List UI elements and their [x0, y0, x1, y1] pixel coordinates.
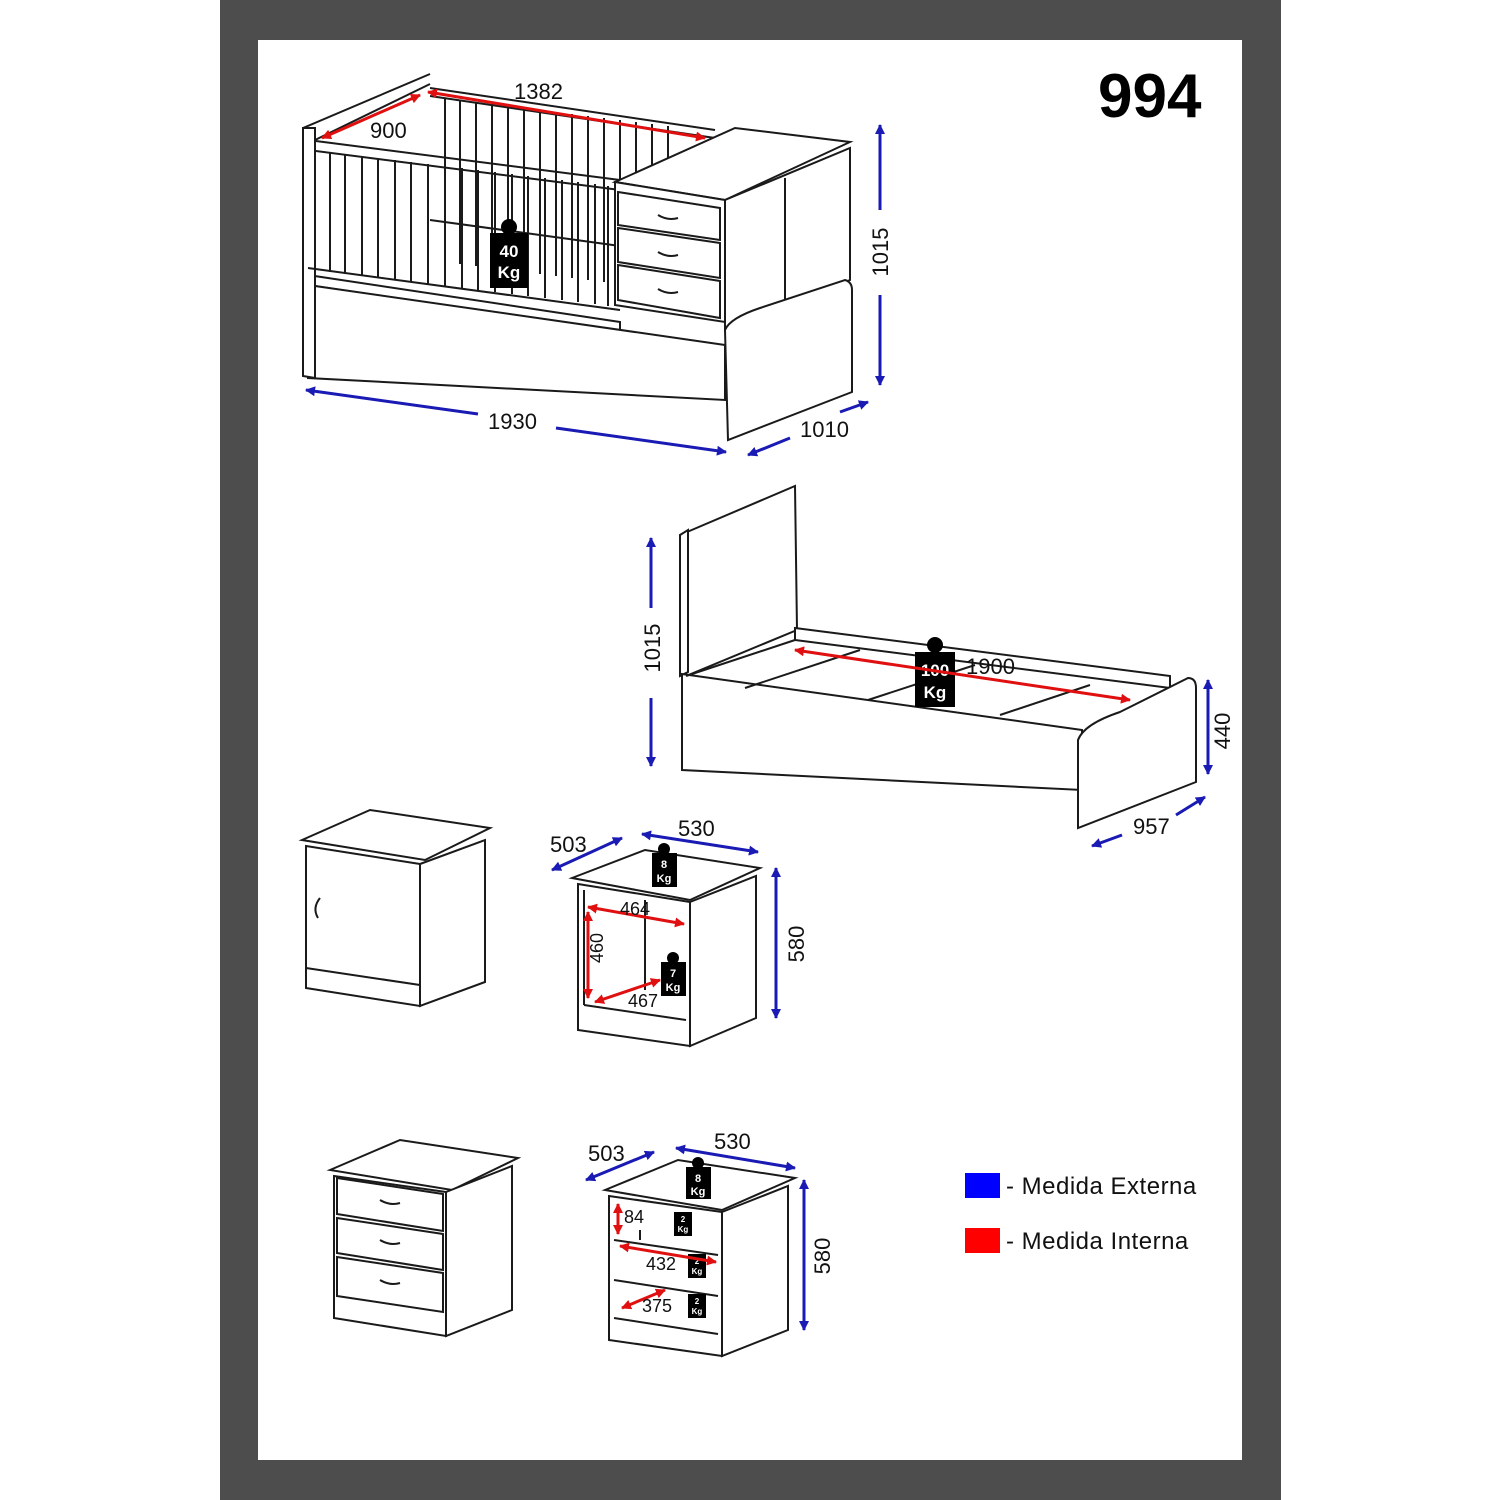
drawer-chest-closed-drawing	[326, 1138, 522, 1338]
nightstand-inner-width-top-label: 464	[620, 899, 650, 919]
nightstand-shelf-load: 7	[670, 968, 676, 980]
nightstand-shelf-load-tag: 7 Kg	[661, 952, 686, 996]
bed-inner-length-label: 1900	[966, 654, 1015, 679]
bed-inner-length-arrow	[794, 646, 1131, 704]
svg-text:Kg: Kg	[666, 982, 681, 994]
crib-load-tag: 40 Kg	[490, 219, 528, 288]
bed-foot-height-label: 440	[1210, 713, 1235, 750]
nightstand-depth-label: 503	[550, 832, 587, 857]
nightstand-width-label: 530	[678, 816, 715, 841]
svg-text:2: 2	[695, 1297, 700, 1306]
drawer-depth-label: 375	[642, 1296, 672, 1316]
drawer-chest-depth-label: 503	[588, 1141, 625, 1166]
svg-text:Kg: Kg	[692, 1307, 703, 1316]
crib-load-value: 40	[500, 242, 519, 261]
legend-internal-swatch	[965, 1228, 1000, 1253]
legend-internal-label: - Medida Interna	[1006, 1228, 1189, 1255]
crib-inner-width-label: 900	[370, 118, 407, 143]
crib-depth-label: 1010	[800, 417, 849, 442]
crib-inner-width-arrow	[321, 93, 421, 140]
drawer-chest-top-load: 8	[695, 1173, 701, 1185]
nightstand-height-label: 580	[784, 926, 809, 963]
drawer-chest-width-label: 530	[714, 1129, 751, 1154]
nightstand-inner-width-bottom-label: 467	[628, 991, 658, 1011]
crib-inner-length-arrow	[427, 88, 706, 142]
legend-external-label: - Medida Externa	[1006, 1173, 1197, 1200]
nightstand-inner-height-label: 460	[587, 933, 607, 963]
crib-load-unit: Kg	[498, 263, 521, 282]
drawer-chest-height-label: 580	[810, 1238, 835, 1275]
crib-height-label: 1015	[868, 228, 893, 277]
crib-drawing: 40 Kg	[302, 73, 885, 457]
drawer-chest-open-drawing: 8 Kg 2 Kg 2 Kg 2 Kg	[585, 1144, 809, 1358]
crib-length-label: 1930	[488, 409, 537, 434]
legend: - Medida Externa - Medida Interna	[965, 1173, 1197, 1255]
nightstand-open-drawing: 8 Kg 7 Kg	[551, 830, 781, 1048]
nightstand-top-load-tag: 8 Kg	[652, 843, 677, 887]
bed-drawing: 100 Kg	[646, 484, 1213, 848]
bed-width-label: 957	[1133, 814, 1170, 839]
model-number: 994	[1098, 62, 1202, 131]
drawer-load-tag-3: 2 Kg	[688, 1294, 706, 1318]
svg-text:Kg: Kg	[678, 1225, 689, 1234]
svg-text:Kg: Kg	[657, 873, 672, 885]
drawer-width-label: 432	[646, 1254, 676, 1274]
nightstand-closed-drawing	[298, 808, 494, 1008]
drawer-load-tag-1: 2 Kg	[674, 1212, 692, 1236]
bed-load-unit: Kg	[924, 683, 947, 702]
crib-inner-length-label: 1382	[514, 79, 563, 104]
nightstand-top-load: 8	[661, 859, 667, 871]
svg-text:Kg: Kg	[692, 1267, 703, 1276]
legend-external-swatch	[965, 1173, 1000, 1198]
svg-text:Kg: Kg	[691, 1186, 706, 1198]
svg-text:2: 2	[681, 1215, 686, 1224]
drawer-height-label: 84	[624, 1207, 644, 1227]
bed-height-label: 1015	[640, 624, 665, 673]
drawer-chest-top-load-tag: 8 Kg	[686, 1157, 711, 1199]
